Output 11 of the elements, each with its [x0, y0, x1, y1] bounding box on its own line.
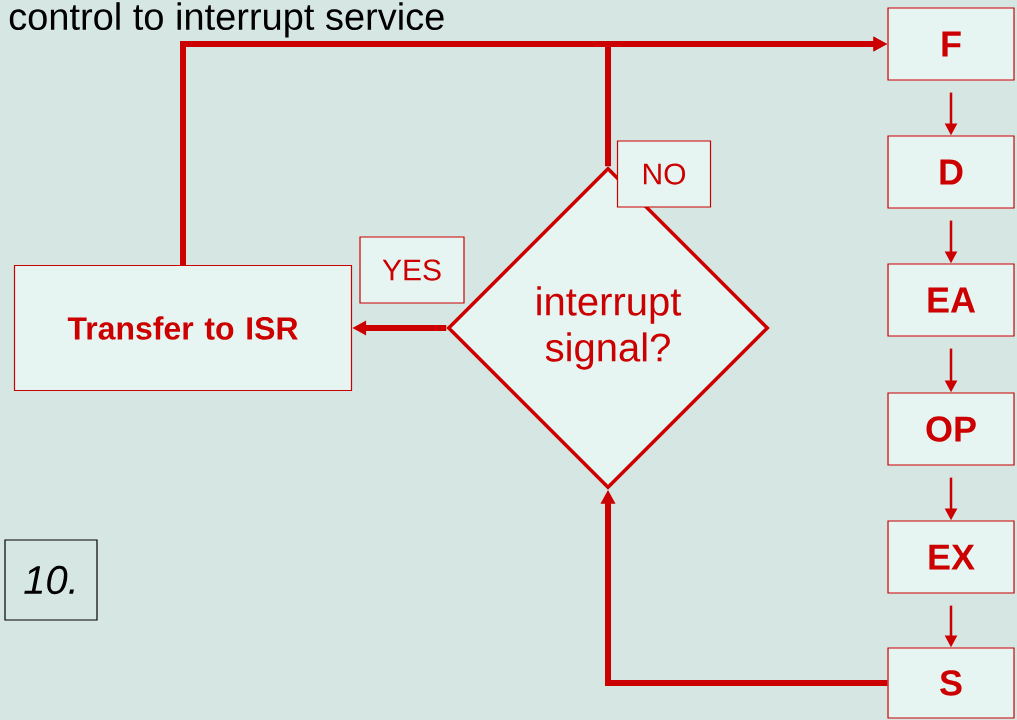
- note-box: 10.: [4, 539, 98, 621]
- stage-box: D: [887, 135, 1015, 209]
- process-box: Transfer to ISR: [13, 264, 353, 392]
- edge-label: NO: [616, 140, 712, 208]
- stage-box: S: [887, 647, 1015, 719]
- stage-box: OP: [887, 392, 1015, 466]
- stage-box: EA: [887, 263, 1015, 337]
- slide-title: control to interrupt service: [9, 2, 444, 38]
- stage-box: EX: [887, 520, 1015, 594]
- edge-label: YES: [359, 236, 465, 304]
- stage-box: F: [887, 7, 1015, 81]
